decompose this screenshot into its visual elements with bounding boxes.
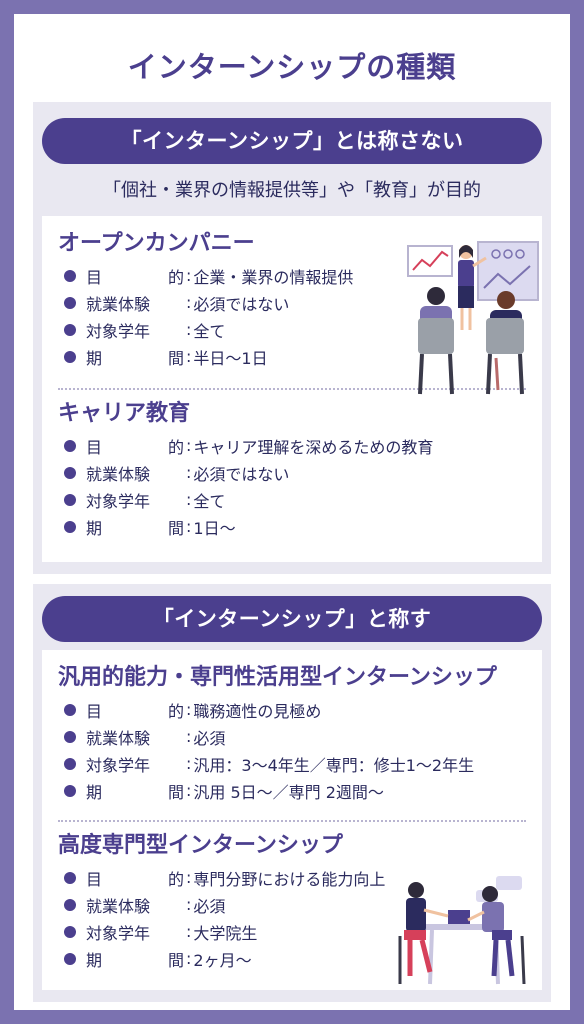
row-value: 必須ではない bbox=[193, 294, 290, 314]
row-value: キャリア理解を深めるための教育 bbox=[193, 437, 434, 457]
row-target-year: 対象学年: 大学院生 bbox=[58, 918, 530, 945]
row-purpose: 目的: 職務適性の見極め bbox=[58, 696, 530, 723]
block-title: 高度専門型インターンシップ bbox=[58, 833, 343, 858]
bullet-icon bbox=[64, 925, 76, 938]
row-value: 企業・業界の情報提供 bbox=[193, 267, 354, 287]
section-card: オープンカンパニー 目的: 企業・業界の情報提供 就業体験: 必須ではない 対象… bbox=[42, 216, 542, 562]
row-value: 1日〜 bbox=[193, 518, 236, 538]
bullet-icon bbox=[64, 871, 76, 884]
row-label: 期間 bbox=[86, 348, 184, 368]
row-period: 期間: 2ヶ月〜 bbox=[58, 945, 530, 972]
speech-bubble-icon bbox=[496, 876, 522, 890]
row-work-experience: 就業体験: 必須 bbox=[58, 891, 530, 918]
row-label: 対象学年 bbox=[86, 755, 151, 775]
row-label: 就業体験 bbox=[86, 294, 151, 314]
row-purpose: 目的: キャリア理解を深めるための教育 bbox=[58, 432, 530, 459]
bullet-icon bbox=[64, 493, 76, 506]
row-period: 期間: 半日〜1日 bbox=[58, 343, 530, 370]
dotted-divider bbox=[58, 820, 526, 822]
row-target-year: 対象学年: 全て bbox=[58, 486, 530, 513]
row-value: 全て bbox=[193, 491, 226, 511]
bullet-icon bbox=[64, 757, 76, 770]
row-value: 必須 bbox=[193, 896, 226, 916]
row-target-year: 対象学年: 全て bbox=[58, 316, 530, 343]
block-advanced-specialized: 高度専門型インターンシップ 目的: 専門分野における能力向上 就業体験: 必須 … bbox=[58, 828, 530, 972]
row-label: 就業体験 bbox=[86, 464, 151, 484]
section-header: 「インターンシップ」と称す bbox=[42, 596, 542, 642]
row-value: 大学院生 bbox=[193, 923, 258, 943]
bullet-icon bbox=[64, 296, 76, 309]
row-label: 対象学年 bbox=[86, 923, 151, 943]
row-value: 汎用 5日〜／専門 2週間〜 bbox=[193, 782, 384, 802]
dotted-divider bbox=[58, 388, 526, 390]
block-title: キャリア教育 bbox=[58, 401, 191, 426]
row-period: 期間: 1日〜 bbox=[58, 513, 530, 540]
bullet-icon bbox=[64, 520, 76, 533]
section-header: 「インターンシップ」とは称さない bbox=[42, 118, 542, 164]
row-work-experience: 就業体験: 必須ではない bbox=[58, 289, 530, 316]
row-value: 汎用：3〜4年生／専門：修士1〜2年生 bbox=[193, 755, 475, 775]
section-card: 汎用的能力・専門性活用型インターンシップ 目的: 職務適性の見極め 就業体験: … bbox=[42, 650, 542, 990]
row-value: 必須ではない bbox=[193, 464, 290, 484]
row-label: 期間 bbox=[86, 518, 184, 538]
row-label: 対象学年 bbox=[86, 321, 151, 341]
row-purpose: 目的: 専門分野における能力向上 bbox=[58, 864, 530, 891]
section-not-internship: 「インターンシップ」とは称さない 「個社・業界の情報提供等」や「教育」が目的 オ… bbox=[33, 102, 551, 574]
bullet-icon bbox=[64, 730, 76, 743]
bullet-icon bbox=[64, 466, 76, 479]
chart-board-icon bbox=[407, 245, 453, 277]
row-value: 2ヶ月〜 bbox=[193, 950, 252, 970]
page-title: インターンシップの種類 bbox=[127, 50, 457, 84]
block-open-company: オープンカンパニー 目的: 企業・業界の情報提供 就業体験: 必須ではない 対象… bbox=[58, 226, 530, 370]
section-internship: 「インターンシップ」と称す 汎用的能力・専門性活用型インターンシップ 目的: 職… bbox=[33, 584, 551, 1002]
bullet-icon bbox=[64, 784, 76, 797]
row-value: 職務適性の見極め bbox=[193, 701, 322, 721]
bullet-icon bbox=[64, 952, 76, 965]
row-label: 期間 bbox=[86, 782, 184, 802]
row-value: 必須 bbox=[193, 728, 226, 748]
row-value: 全て bbox=[193, 321, 226, 341]
block-title: 汎用的能力・専門性活用型インターンシップ bbox=[58, 665, 497, 690]
infographic-frame: インターンシップの種類 「インターンシップ」とは称さない 「個社・業界の情報提供… bbox=[14, 14, 570, 1010]
screen-icon bbox=[477, 241, 539, 301]
row-label: 目的 bbox=[86, 437, 184, 457]
bullet-icon bbox=[64, 269, 76, 282]
row-purpose: 目的: 企業・業界の情報提供 bbox=[58, 262, 530, 289]
row-period: 期間: 汎用 5日〜／専門 2週間〜 bbox=[58, 777, 530, 804]
block-career-education: キャリア教育 目的: キャリア理解を深めるための教育 就業体験: 必須ではない … bbox=[58, 396, 530, 540]
row-label: 対象学年 bbox=[86, 491, 151, 511]
collaboration-illustration bbox=[398, 876, 526, 985]
row-value: 半日〜1日 bbox=[193, 348, 268, 368]
block-general-specialized: 汎用的能力・専門性活用型インターンシップ 目的: 職務適性の見極め 就業体験: … bbox=[58, 660, 530, 804]
bullet-icon bbox=[64, 898, 76, 911]
row-label: 就業体験 bbox=[86, 896, 151, 916]
presentation-illustration bbox=[407, 241, 539, 395]
bullet-icon bbox=[64, 703, 76, 716]
laptop-icon bbox=[448, 910, 470, 924]
row-label: 就業体験 bbox=[86, 728, 151, 748]
bullet-icon bbox=[64, 439, 76, 452]
row-label: 期間 bbox=[86, 950, 184, 970]
block-title: オープンカンパニー bbox=[58, 231, 255, 256]
row-target-year: 対象学年: 汎用：3〜4年生／専門：修士1〜2年生 bbox=[58, 750, 530, 777]
row-value: 専門分野における能力向上 bbox=[193, 869, 386, 889]
desk-icon bbox=[424, 924, 504, 930]
row-label: 目的 bbox=[86, 869, 184, 889]
row-label: 目的 bbox=[86, 701, 184, 721]
bullet-icon bbox=[64, 350, 76, 363]
row-work-experience: 就業体験: 必須ではない bbox=[58, 459, 530, 486]
bullet-icon bbox=[64, 323, 76, 336]
row-label: 目的 bbox=[86, 267, 184, 287]
section-subtitle: 「個社・業界の情報提供等」や「教育」が目的 bbox=[103, 180, 481, 201]
row-work-experience: 就業体験: 必須 bbox=[58, 723, 530, 750]
